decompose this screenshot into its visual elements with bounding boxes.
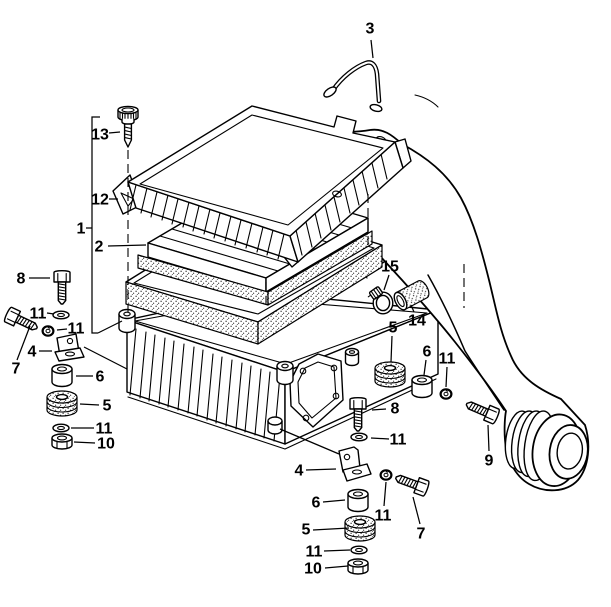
group-1-bracket bbox=[91, 116, 123, 334]
duct-edge-detail bbox=[414, 94, 439, 108]
cover-top-face bbox=[127, 105, 396, 237]
part-label-15-14[interactable]: 15 bbox=[381, 259, 399, 276]
part-label-10-27[interactable]: 10 bbox=[304, 561, 322, 578]
part-label-11-26[interactable]: 11 bbox=[306, 544, 323, 561]
leader-line-9-28 bbox=[487, 424, 490, 452]
nut-10 bbox=[347, 558, 369, 575]
bolt-8 bbox=[349, 397, 367, 432]
housing-corner-post-front bbox=[276, 360, 294, 386]
part-label-7-23[interactable]: 7 bbox=[417, 526, 426, 543]
leader-line-4-21 bbox=[305, 468, 337, 471]
part-label-11-22[interactable]: 11 bbox=[375, 508, 392, 525]
housing-boss-bottom bbox=[267, 416, 283, 435]
leader-line-10-13 bbox=[73, 441, 96, 444]
leader-line-3-0 bbox=[370, 39, 374, 59]
housing-outlet-flange bbox=[289, 353, 344, 428]
leader-line-11-20 bbox=[370, 437, 390, 440]
rubber-mount-5 bbox=[374, 361, 406, 388]
part-label-6-10[interactable]: 6 bbox=[96, 369, 105, 386]
housing-boss-right bbox=[344, 347, 360, 367]
air-cleaner-cover bbox=[112, 105, 412, 268]
bracket-mount-line-center bbox=[279, 428, 340, 455]
leader-line-14-15 bbox=[410, 304, 415, 313]
leader-line-11-18 bbox=[445, 366, 448, 388]
part-label-2-4[interactable]: 2 bbox=[95, 239, 104, 256]
spacer-6 bbox=[411, 374, 433, 399]
part-label-5-16[interactable]: 5 bbox=[389, 320, 398, 337]
cover-screw-hole bbox=[332, 190, 342, 198]
part-label-11-6[interactable]: 11 bbox=[30, 306, 47, 323]
spacer-6 bbox=[51, 363, 73, 388]
bracket-4 bbox=[338, 446, 372, 482]
part-label-14-15[interactable]: 14 bbox=[408, 313, 426, 330]
part-label-11-7[interactable]: 11 bbox=[68, 321, 85, 338]
part-label-5-25[interactable]: 5 bbox=[302, 522, 311, 539]
leader-line-15-14 bbox=[383, 274, 390, 291]
rubber-mount-5 bbox=[46, 390, 78, 417]
retaining-clip bbox=[323, 60, 383, 113]
leader-line-2-4 bbox=[107, 244, 147, 247]
leader-line-13-1 bbox=[108, 131, 121, 134]
housing-ribs bbox=[129, 328, 281, 442]
leader-line-8-19 bbox=[371, 408, 387, 411]
duct-bellows-outlet bbox=[504, 410, 589, 487]
washer-11 bbox=[52, 310, 70, 320]
part-label-1-3[interactable]: 1 bbox=[77, 221, 86, 238]
leader-line-6-24 bbox=[322, 499, 346, 503]
leader-line-10-27 bbox=[324, 565, 349, 569]
leader-line-7-23 bbox=[412, 496, 421, 525]
part-label-10-13[interactable]: 10 bbox=[97, 436, 115, 453]
bolt-9 bbox=[462, 396, 502, 426]
part-label-8-5[interactable]: 8 bbox=[17, 271, 26, 288]
part-label-12-2[interactable]: 12 bbox=[91, 192, 109, 209]
leader-line-6-17 bbox=[423, 359, 427, 376]
washer-11 bbox=[350, 545, 368, 555]
part-label-5-11[interactable]: 5 bbox=[103, 398, 112, 415]
rubber-mount-5 bbox=[344, 515, 376, 542]
part-label-4-8[interactable]: 4 bbox=[28, 344, 37, 361]
part-label-6-17[interactable]: 6 bbox=[423, 344, 432, 361]
housing-corner-post-left bbox=[118, 308, 136, 334]
part-label-3-0[interactable]: 3 bbox=[366, 21, 375, 38]
cover-thumbscrew bbox=[117, 105, 139, 148]
leader-line-11-26 bbox=[323, 549, 351, 552]
lock-washer-11 bbox=[41, 325, 55, 337]
spacer-6 bbox=[347, 488, 369, 513]
part-label-8-19[interactable]: 8 bbox=[391, 401, 400, 418]
part-label-11-18[interactable]: 11 bbox=[439, 351, 456, 368]
washer-11 bbox=[52, 423, 70, 433]
rubber-sleeve-14 bbox=[393, 280, 430, 311]
lock-washer-11 bbox=[379, 469, 393, 481]
part-label-9-28[interactable]: 9 bbox=[485, 453, 494, 470]
leader-line-5-11 bbox=[79, 403, 100, 406]
nut-10 bbox=[51, 433, 73, 450]
bolt-8 bbox=[53, 270, 71, 305]
part-label-11-20[interactable]: 11 bbox=[390, 432, 407, 449]
part-label-13-1[interactable]: 13 bbox=[91, 127, 109, 144]
leader-line-5-25 bbox=[312, 527, 350, 531]
leader-line-7-9 bbox=[16, 325, 31, 361]
bracket-4 bbox=[54, 333, 85, 362]
bolt-7 bbox=[392, 469, 431, 498]
leader-line-11-6 bbox=[46, 312, 55, 315]
leader-line-5-16 bbox=[390, 335, 393, 363]
assembly-lines bbox=[83, 116, 465, 455]
washer-11 bbox=[350, 432, 368, 442]
leader-line-11-22 bbox=[383, 481, 387, 507]
leader-line-11-7 bbox=[56, 328, 68, 331]
part-label-4-21[interactable]: 4 bbox=[295, 463, 304, 480]
duct-crease bbox=[427, 274, 505, 411]
small-parts bbox=[2, 60, 502, 575]
lock-washer-11 bbox=[439, 388, 453, 400]
part-label-11-12[interactable]: 11 bbox=[96, 421, 113, 438]
bracket-mount-line-left bbox=[83, 346, 128, 370]
part-label-6-24[interactable]: 6 bbox=[312, 495, 321, 512]
hose-clamp-15 bbox=[367, 286, 394, 315]
part-label-7-9[interactable]: 7 bbox=[12, 361, 21, 378]
